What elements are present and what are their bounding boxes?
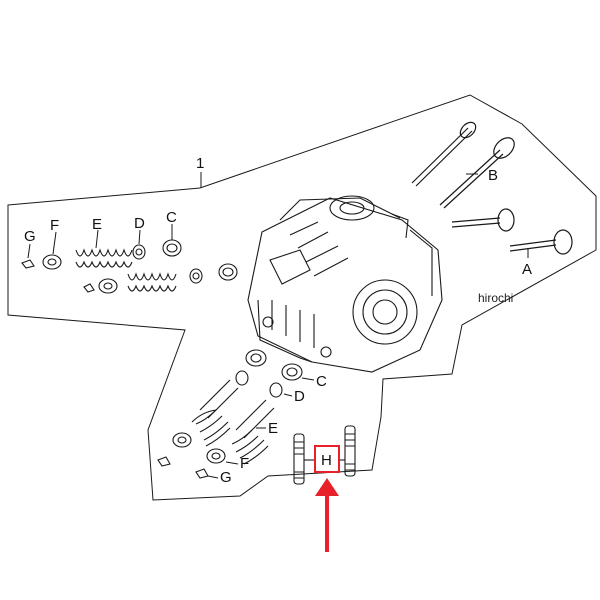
callout-label-c-bottom: C: [316, 373, 327, 390]
valve-b: [411, 121, 515, 209]
upper-callout-leaders: [27, 173, 529, 259]
red-pointer-arrow: [315, 478, 339, 552]
lower-callout-leaders: [207, 377, 315, 479]
callout-label-d-bottom: D: [294, 388, 305, 405]
callout-label-b: B: [488, 167, 498, 184]
callout-label-a: A: [522, 261, 532, 278]
callout-label-f-top: F: [50, 217, 59, 234]
cylinder-head: [247, 195, 443, 373]
watermark-text: hirochi: [478, 291, 513, 305]
callout-label-g-top: G: [24, 228, 36, 245]
assembly-boundary: [7, 94, 597, 501]
stud-bolts-h: [293, 425, 356, 485]
callout-label-g-bottom: G: [220, 469, 232, 486]
callout-label-h: H: [321, 452, 332, 469]
assembly-number-label: 1: [196, 155, 204, 172]
callout-label-f-bottom: F: [240, 455, 249, 472]
callout-label-e-bottom: E: [268, 420, 278, 437]
lower-parts-cluster: [157, 349, 303, 479]
valve-a: [451, 208, 573, 255]
callout-label-d-top: D: [134, 215, 145, 232]
highlight-box-h: [314, 445, 340, 473]
callout-label-e-top: E: [92, 216, 102, 233]
upper-parts-row: [21, 239, 238, 294]
callout-label-c-top: C: [166, 209, 177, 226]
